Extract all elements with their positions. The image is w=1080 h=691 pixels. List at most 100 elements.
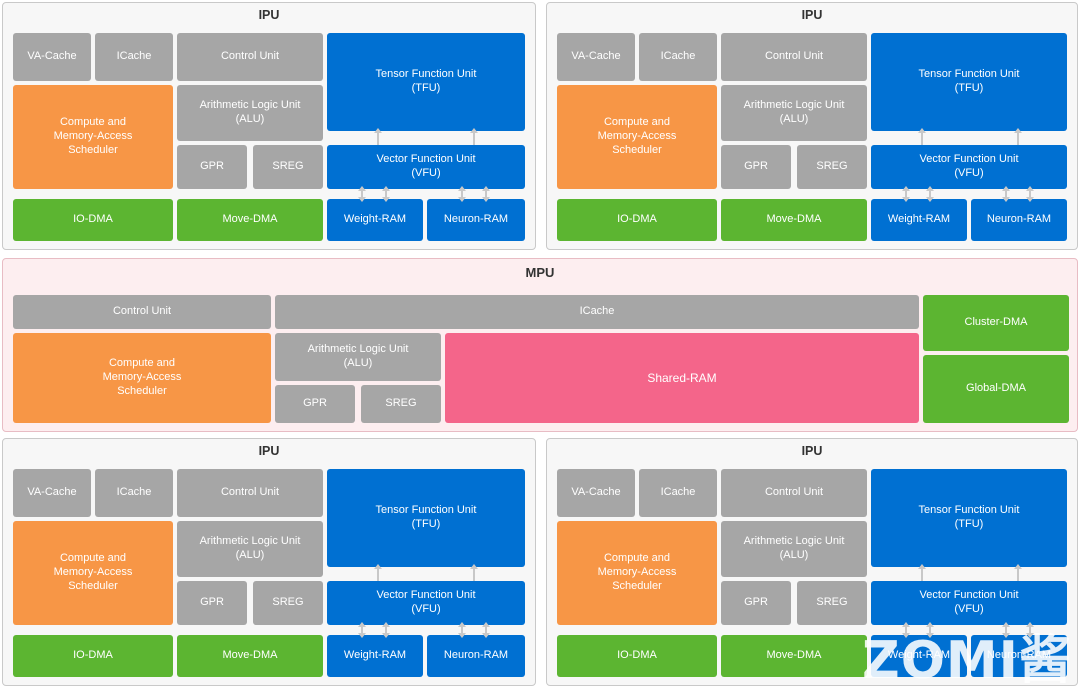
mpu-title: MPU — [525, 265, 555, 280]
arrow-vfu-weightram-a-down — [902, 633, 910, 638]
ipu-block-scheduler: Compute and Memory-Access Scheduler — [557, 85, 717, 189]
ipu-block-neuron-ram: Neuron-RAM — [427, 199, 525, 241]
ipu-block-vfu: Vector Function Unit (VFU) — [871, 581, 1067, 625]
ipu-block-weight-ram: Weight-RAM — [871, 199, 967, 241]
mpu-block-shared-ram: Shared-RAM — [445, 333, 919, 423]
mpu-block-gpr: GPR — [275, 385, 355, 423]
arrow-vfu-neuronram-a-up — [458, 186, 466, 191]
connector-vfu-weightram-a — [905, 625, 907, 635]
ipu-block-alu: Arithmetic Logic Unit (ALU) — [177, 85, 323, 141]
ipu-block-gpr: GPR — [177, 145, 247, 189]
ipu-block-icache: ICache — [639, 33, 717, 81]
arrow-vfu-neuronram-a-down — [1002, 633, 1010, 638]
ipu-block-vfu: Vector Function Unit (VFU) — [871, 145, 1067, 189]
ipu-block-io-dma: IO-DMA — [13, 635, 173, 677]
arrow-vfu-neuronram-a-down — [458, 633, 466, 638]
connector-vfu-neuronram-b — [485, 189, 487, 199]
arrow-tfu-left — [918, 564, 926, 569]
connector-tfu-vfu-left — [921, 131, 923, 145]
connector-tfu-vfu-right — [1017, 567, 1019, 581]
mpu-block-alu: Arithmetic Logic Unit (ALU) — [275, 333, 441, 381]
mpu-block-scheduler: Compute and Memory-Access Scheduler — [13, 333, 271, 423]
mpu-block-cluster-dma: Cluster-DMA — [923, 295, 1069, 351]
ipu-block-sreg: SREG — [253, 145, 323, 189]
connector-vfu-weightram-b — [385, 625, 387, 635]
arrow-vfu-weightram-b-down — [382, 197, 390, 202]
ipu-block-tfu: Tensor Function Unit (TFU) — [327, 469, 525, 567]
arrow-vfu-weightram-b-up — [382, 186, 390, 191]
ipu-block-tfu: Tensor Function Unit (TFU) — [327, 33, 525, 131]
connector-tfu-vfu-right — [473, 567, 475, 581]
arrow-vfu-weightram-a-down — [358, 197, 366, 202]
ipu-block-sreg: SREG — [797, 581, 867, 625]
connector-vfu-neuronram-a — [461, 625, 463, 635]
ipu-panel-bottom-left: IPU VA-Cache ICache Control Unit Tensor … — [2, 438, 536, 686]
connector-tfu-vfu-right — [473, 131, 475, 145]
connector-vfu-neuronram-b — [1029, 625, 1031, 635]
ipu-block-neuron-ram: Neuron-RAM — [971, 635, 1067, 677]
ipu-block-scheduler: Compute and Memory-Access Scheduler — [13, 85, 173, 189]
ipu-block-icache: ICache — [95, 33, 173, 81]
ipu-title: IPU — [801, 8, 823, 22]
connector-vfu-neuronram-b — [485, 625, 487, 635]
ipu-block-vfu: Vector Function Unit (VFU) — [327, 581, 525, 625]
connector-vfu-weightram-b — [385, 189, 387, 199]
arrow-vfu-weightram-b-up — [926, 622, 934, 627]
ipu-block-gpr: GPR — [177, 581, 247, 625]
arrow-vfu-weightram-b-down — [926, 633, 934, 638]
ipu-block-control-unit: Control Unit — [721, 33, 867, 81]
arrow-vfu-weightram-a-up — [902, 186, 910, 191]
ipu-block-neuron-ram: Neuron-RAM — [427, 635, 525, 677]
arrow-vfu-neuronram-b-up — [1026, 622, 1034, 627]
connector-vfu-weightram-a — [905, 189, 907, 199]
arrow-vfu-neuronram-b-down — [482, 633, 490, 638]
arrow-vfu-neuronram-b-up — [1026, 186, 1034, 191]
ipu-block-move-dma: Move-DMA — [721, 635, 867, 677]
ipu-block-icache: ICache — [95, 469, 173, 517]
arrow-vfu-weightram-a-down — [358, 633, 366, 638]
connector-vfu-weightram-a — [361, 625, 363, 635]
ipu-block-va-cache: VA-Cache — [557, 469, 635, 517]
ipu-block-sreg: SREG — [253, 581, 323, 625]
arrow-tfu-left — [918, 128, 926, 133]
ipu-block-alu: Arithmetic Logic Unit (ALU) — [721, 521, 867, 577]
arrow-vfu-weightram-b-down — [926, 197, 934, 202]
ipu-block-icache: ICache — [639, 469, 717, 517]
ipu-block-tfu: Tensor Function Unit (TFU) — [871, 33, 1067, 131]
mpu-block-global-dma: Global-DMA — [923, 355, 1069, 423]
ipu-block-move-dma: Move-DMA — [177, 199, 323, 241]
ipu-block-vfu: Vector Function Unit (VFU) — [327, 145, 525, 189]
ipu-block-io-dma: IO-DMA — [557, 635, 717, 677]
arrow-vfu-neuronram-a-up — [1002, 622, 1010, 627]
arrow-vfu-neuronram-b-down — [1026, 197, 1034, 202]
connector-vfu-neuronram-a — [1005, 189, 1007, 199]
ipu-block-tfu: Tensor Function Unit (TFU) — [871, 469, 1067, 567]
connector-tfu-vfu-right — [1017, 131, 1019, 145]
arrow-vfu-neuronram-b-down — [482, 197, 490, 202]
ipu-block-scheduler: Compute and Memory-Access Scheduler — [13, 521, 173, 625]
arrow-vfu-neuronram-a-up — [1002, 186, 1010, 191]
ipu-block-gpr: GPR — [721, 581, 791, 625]
arrow-vfu-weightram-b-up — [382, 622, 390, 627]
ipu-title: IPU — [258, 444, 280, 458]
ipu-block-weight-ram: Weight-RAM — [327, 199, 423, 241]
ipu-block-control-unit: Control Unit — [177, 33, 323, 81]
ipu-block-va-cache: VA-Cache — [557, 33, 635, 81]
arrow-vfu-weightram-a-up — [358, 186, 366, 191]
connector-vfu-neuronram-a — [461, 189, 463, 199]
arrow-vfu-weightram-b-up — [926, 186, 934, 191]
ipu-block-control-unit: Control Unit — [177, 469, 323, 517]
connector-tfu-vfu-left — [921, 567, 923, 581]
arrow-tfu-left — [374, 128, 382, 133]
ipu-block-move-dma: Move-DMA — [177, 635, 323, 677]
arrow-vfu-neuronram-b-up — [482, 622, 490, 627]
ipu-block-alu: Arithmetic Logic Unit (ALU) — [721, 85, 867, 141]
mpu-block-icache: ICache — [275, 295, 919, 329]
arrow-vfu-neuronram-b-down — [1026, 633, 1034, 638]
ipu-block-sreg: SREG — [797, 145, 867, 189]
arrow-tfu-left — [374, 564, 382, 569]
arrow-vfu-weightram-a-up — [902, 622, 910, 627]
connector-vfu-neuronram-b — [1029, 189, 1031, 199]
arrow-tfu-right — [470, 564, 478, 569]
